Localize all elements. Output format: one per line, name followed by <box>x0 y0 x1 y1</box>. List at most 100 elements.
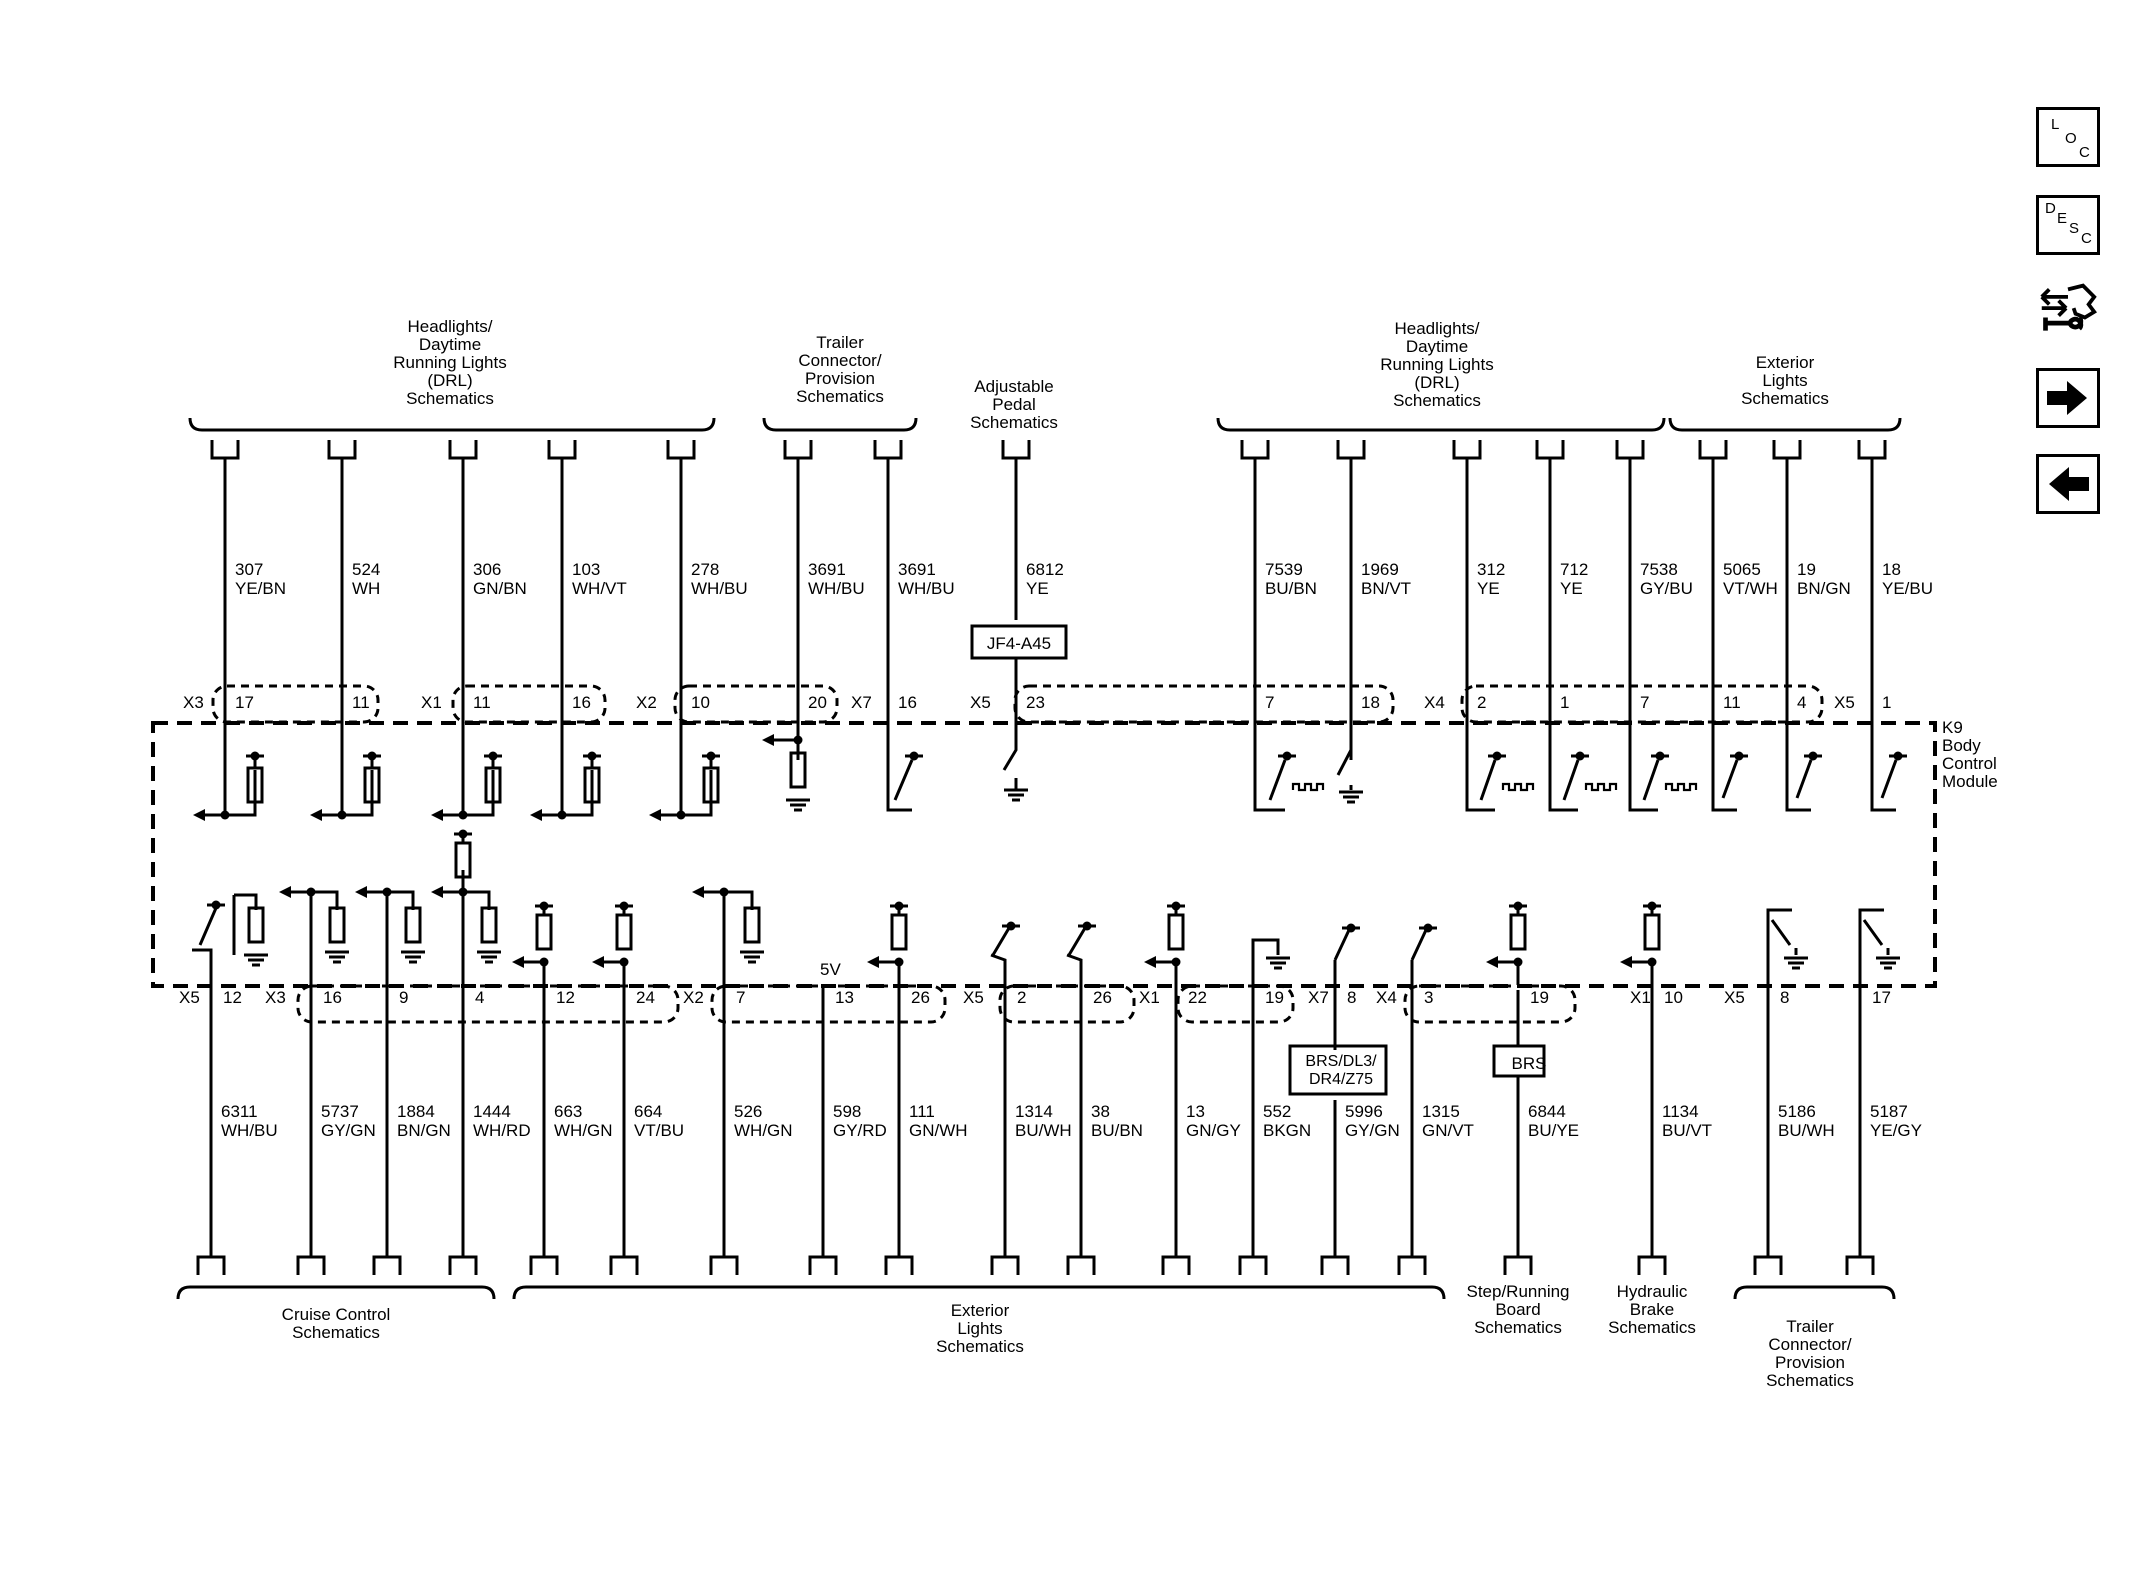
wire-color: GN/GY <box>1186 1121 1241 1140</box>
junction-dot <box>1171 957 1181 967</box>
schematic-reference: Trailer <box>816 333 864 352</box>
schematic-reference: Exterior <box>951 1301 1010 1320</box>
circuit-number: 3691 <box>808 560 846 579</box>
circuit-number: 7538 <box>1640 560 1678 579</box>
arrow-head <box>692 886 704 898</box>
schematic-reference: Schematics <box>1766 1371 1854 1390</box>
circuit-number: 1444 <box>473 1102 511 1121</box>
desc-letter: E <box>2057 210 2068 227</box>
wire-color: BU/WH <box>1015 1121 1072 1140</box>
terminal <box>884 1255 914 1275</box>
pin-number: 20 <box>808 693 827 712</box>
pin-number: 23 <box>1026 693 1045 712</box>
bottom-connector-box <box>296 984 680 1024</box>
connector-id: X4 <box>1424 693 1445 712</box>
junction-dot <box>458 829 468 839</box>
circuit-number: 306 <box>473 560 501 579</box>
connector-id: X5 <box>963 988 984 1007</box>
circuit-number: 6844 <box>1528 1102 1566 1121</box>
description-button[interactable]: D E S C <box>2036 195 2100 255</box>
schematic-reference: (DRL) <box>1414 373 1459 392</box>
schematic-reference: Schematics <box>1474 1318 1562 1337</box>
location-button[interactable]: L O C <box>2036 107 2100 167</box>
wire-color: BN/VT <box>1361 579 1411 598</box>
terminal <box>547 440 577 460</box>
wire-color: GY/RD <box>833 1121 887 1140</box>
terminal <box>783 440 813 460</box>
bottom-connector-box <box>998 984 1136 1024</box>
static-layer <box>151 684 1937 1024</box>
circuit-number: 524 <box>352 560 380 579</box>
terminal <box>296 1255 326 1275</box>
circuit-number: 598 <box>833 1102 861 1121</box>
driver <box>342 770 374 817</box>
driver <box>463 770 495 817</box>
junction-dot <box>1082 921 1092 931</box>
junction-dot <box>1282 751 1292 761</box>
resistor <box>890 913 908 951</box>
desc-letter: S <box>2069 220 2080 237</box>
switch-blade <box>1002 745 1018 771</box>
terminal <box>1845 1255 1875 1275</box>
circuit-number: 1314 <box>1015 1102 1053 1121</box>
pin-number: 4 <box>475 988 484 1007</box>
terminal <box>1857 440 1887 460</box>
pin-number: 10 <box>1664 988 1683 1007</box>
pin-number: 3 <box>1424 988 1433 1007</box>
schematic-reference: Schematics <box>1608 1318 1696 1337</box>
junction-dot <box>1893 751 1903 761</box>
resistor <box>1167 913 1185 951</box>
connector-id: X7 <box>1308 988 1329 1007</box>
circuit-number: 312 <box>1477 560 1505 579</box>
bottom-connector-box <box>1403 984 1577 1024</box>
schematic-reference: Running Lights <box>1380 355 1493 374</box>
wire-color: BU/WH <box>1778 1121 1835 1140</box>
bottom-connector-box <box>1176 984 1295 1024</box>
next-page-button[interactable] <box>2036 368 2100 428</box>
circuit-number: 1315 <box>1422 1102 1460 1121</box>
junction-dot <box>894 957 904 967</box>
switch <box>1253 759 1287 812</box>
schematic-reference: (DRL) <box>427 371 472 390</box>
circuit-number: 307 <box>235 560 263 579</box>
loc-letter: C <box>2079 144 2090 161</box>
schematic-reference: Hydraulic <box>1617 1282 1688 1301</box>
terminal <box>1698 440 1728 460</box>
junction-dot <box>306 887 316 897</box>
circuit-number: 5186 <box>1778 1102 1816 1121</box>
schematic-reference: Schematics <box>292 1323 380 1342</box>
connector-id: X1 <box>421 693 442 712</box>
schematic-reference: Board <box>1495 1300 1540 1319</box>
junction-dot <box>539 901 549 911</box>
terminal <box>1001 440 1031 460</box>
terminal <box>709 1255 739 1275</box>
wire-color: VT/WH <box>1723 579 1778 598</box>
pin-number: 13 <box>835 988 854 1007</box>
pin-number: 10 <box>691 693 710 712</box>
schematic-reference: Trailer <box>1786 1317 1834 1336</box>
resistor <box>535 913 553 951</box>
arrow-head <box>1144 956 1156 968</box>
previous-page-button[interactable] <box>2036 454 2100 514</box>
junction-dot <box>488 751 498 761</box>
pin-number: 22 <box>1188 988 1207 1007</box>
wire-color: WH/BU <box>221 1121 278 1140</box>
arrow-head <box>1486 956 1498 968</box>
junction-dot <box>1647 901 1657 911</box>
circuit-number: 712 <box>1560 560 1588 579</box>
inline-connector-box <box>970 624 1068 660</box>
terminal <box>1240 440 1270 460</box>
schematic-reference: Cruise Control <box>282 1305 391 1324</box>
wire-color: GY/BU <box>1640 579 1693 598</box>
terminal <box>448 440 478 460</box>
terminal <box>1238 1255 1268 1275</box>
terminal <box>1320 1255 1350 1275</box>
terminal <box>609 1255 639 1275</box>
terminal <box>990 1255 1020 1275</box>
pwm-symbol <box>1584 782 1618 792</box>
switch <box>1711 759 1739 812</box>
connector-id: X5 <box>970 693 991 712</box>
schematic-reference: Connector/ <box>798 351 881 370</box>
connector-wrench-icon[interactable] <box>2036 280 2100 340</box>
top-connector-box <box>673 684 839 724</box>
